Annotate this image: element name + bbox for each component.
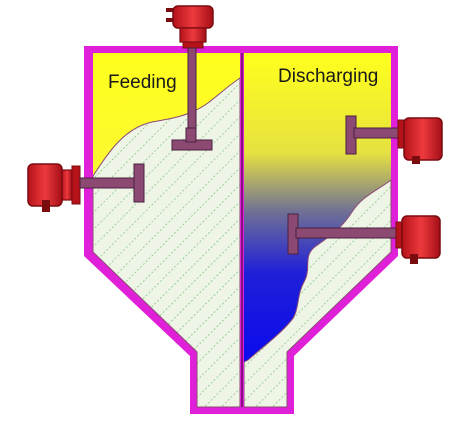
feeding-label: Feeding xyxy=(108,72,177,93)
right-lower-sensor-probe xyxy=(295,227,397,239)
right-upper-sensor-probe xyxy=(353,127,399,139)
right-upper-level-sensor xyxy=(345,115,443,164)
top-level-sensor xyxy=(166,5,214,151)
right-lower-level-sensor xyxy=(287,213,441,264)
left-sensor-probe xyxy=(79,177,137,189)
left-sensor-paddle xyxy=(133,163,145,203)
discharging-label: Discharging xyxy=(278,66,378,87)
feeding-material xyxy=(92,77,241,408)
top-sensor-probe xyxy=(187,47,197,141)
left-level-sensor xyxy=(27,163,145,212)
